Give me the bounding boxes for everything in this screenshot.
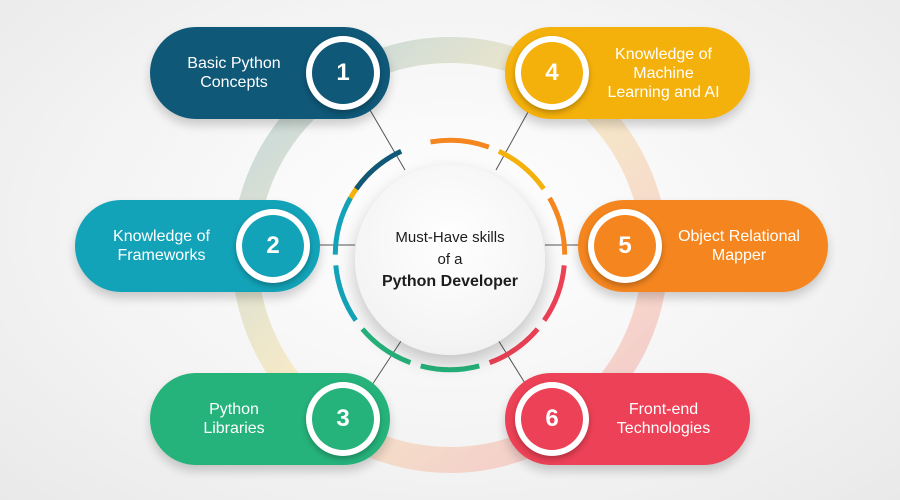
connector-line-3 bbox=[371, 334, 406, 386]
skill-pill-6: 6 Front-end Technologies bbox=[505, 373, 750, 465]
skill-number-3: 3 bbox=[312, 388, 374, 450]
skill-badge-6: 6 bbox=[515, 382, 589, 456]
skill-label-6: Front-end Technologies bbox=[616, 401, 711, 437]
skill-number-4: 4 bbox=[521, 42, 583, 104]
skill-badge-1: 1 bbox=[306, 36, 380, 110]
center-title-line-2: of a bbox=[437, 251, 463, 268]
skill-pill-3: Python Libraries 3 bbox=[150, 373, 390, 465]
connector-line-1 bbox=[369, 109, 406, 171]
skill-label-1: Basic Python Concepts bbox=[187, 55, 281, 91]
segment-ring bbox=[332, 137, 568, 373]
center-title-line-1: Must-Have skills bbox=[395, 229, 505, 246]
connector-line-4 bbox=[495, 111, 529, 171]
skill-badge-4: 4 bbox=[515, 36, 589, 110]
skill-pill-5: 5 Object Relational Mapper bbox=[578, 200, 828, 292]
skill-pill-2: Knowledge of Frameworks 2 bbox=[75, 200, 320, 292]
skill-badge-3: 3 bbox=[306, 382, 380, 456]
connector-line-6 bbox=[494, 334, 529, 389]
skill-number-1: 1 bbox=[312, 42, 374, 104]
skill-label-2: Knowledge of Frameworks bbox=[113, 228, 210, 264]
center-title-circle: Must-Have skills of a Python Developer bbox=[355, 165, 545, 355]
skill-number-2: 2 bbox=[242, 215, 304, 277]
skill-label-3: Python Libraries bbox=[203, 401, 265, 437]
skill-badge-5: 5 bbox=[588, 209, 662, 283]
center-title-line-3: Python Developer bbox=[381, 273, 519, 290]
skill-number-5: 5 bbox=[594, 215, 656, 277]
skill-label-5: Object Relational Mapper bbox=[678, 228, 800, 264]
skill-pill-4: 4 Knowledge of Machine Learning and AI bbox=[505, 27, 750, 119]
skill-pill-1: Basic Python Concepts 1 bbox=[150, 27, 390, 119]
skill-badge-2: 2 bbox=[236, 209, 310, 283]
skill-label-4: Knowledge of Machine Learning and AI bbox=[607, 45, 720, 101]
skill-number-6: 6 bbox=[521, 388, 583, 450]
